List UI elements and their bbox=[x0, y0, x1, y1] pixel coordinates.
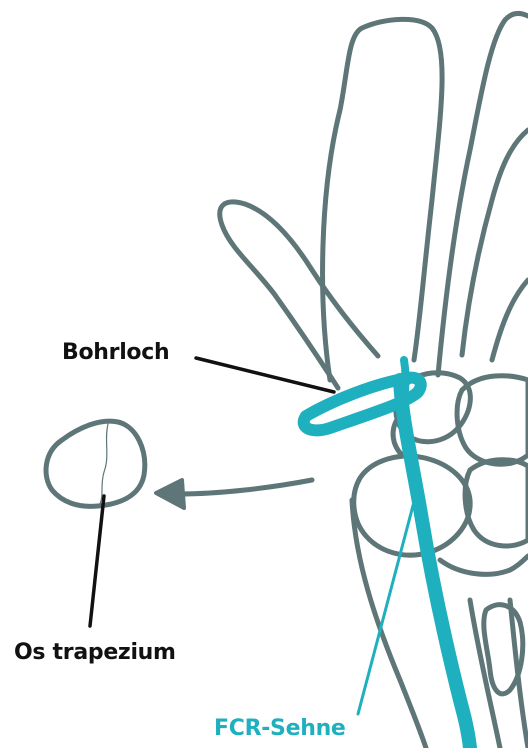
os-trapezium-label: Os trapezium bbox=[14, 640, 176, 666]
removal-arrow-head bbox=[156, 480, 184, 508]
fcr-sehne-leader-line bbox=[358, 498, 415, 714]
fcr-sehne-label: FCR-Sehne bbox=[214, 716, 346, 742]
bohrloch-label: Bohrloch bbox=[62, 340, 169, 366]
bohrloch-leader-line bbox=[196, 358, 334, 392]
index-finger-outline bbox=[323, 19, 443, 380]
lunate-bone bbox=[465, 460, 528, 546]
fcr-tendon-strand bbox=[404, 360, 406, 398]
ring-finger-outline bbox=[492, 280, 528, 360]
middle-finger-inner bbox=[462, 130, 528, 355]
os-trapezium-bone bbox=[46, 421, 145, 506]
os-trapezium-leader-line bbox=[90, 496, 104, 626]
radius-outline bbox=[352, 500, 426, 748]
middle-finger-outline bbox=[438, 13, 528, 375]
trapezium-fracture-line bbox=[100, 424, 108, 504]
removal-arrow-shaft bbox=[178, 480, 312, 494]
thumb-outline bbox=[220, 202, 378, 388]
radius-distal-outline bbox=[440, 556, 528, 574]
